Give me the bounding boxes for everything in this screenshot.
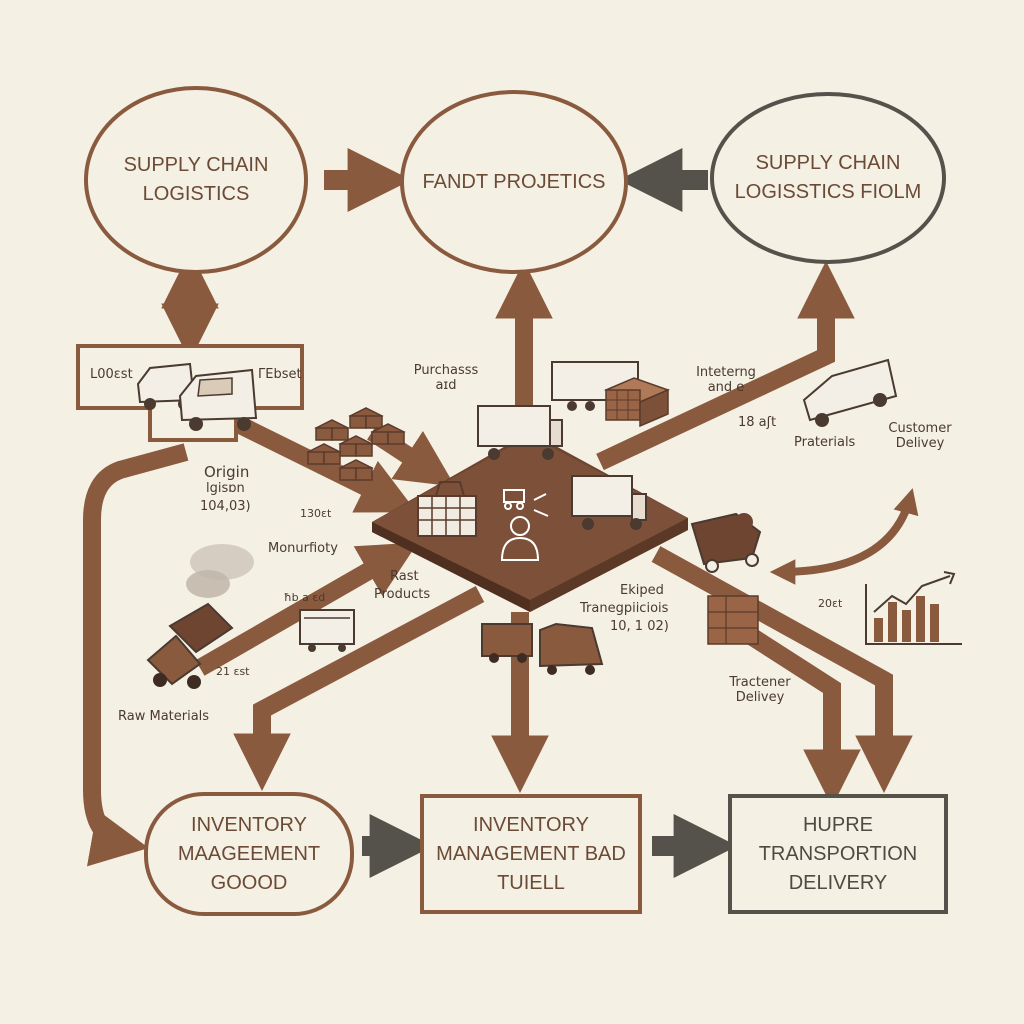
label-transactions: Tranegpiiciois: [580, 601, 669, 616]
van-icon-right: [571, 475, 647, 530]
node-top-right-label: SUPPLY CHAIN LOGISSTICS FIOLM: [734, 152, 922, 203]
arrow-loop-to-inventory: [83, 443, 189, 867]
node-bottom-right: [728, 794, 948, 914]
van-icon-depot-1: [136, 362, 196, 410]
label-products: Products: [374, 587, 431, 602]
node-bottom-center: [420, 794, 642, 914]
label-raw-materials: Raw Materials: [118, 709, 210, 724]
boxes-icon-left: [306, 407, 406, 481]
arrow-center-to-delivery: [651, 546, 913, 794]
pallet-icon: [603, 377, 671, 428]
node-top-right: [710, 92, 946, 264]
label-code-104: 104,03): [200, 499, 251, 514]
arrow-center-to-top-right: [596, 260, 855, 471]
truck-icon-center: [477, 405, 563, 460]
node-bottom-right-label: HUPRE TRANSPORTION DELIVERY: [758, 813, 918, 894]
bar-chart-icon: [865, 571, 962, 645]
box-stack-icon: [707, 595, 759, 645]
label-130: 130ɛt: [300, 507, 332, 520]
label-tebset: ΓEbset: [258, 367, 302, 382]
person-icon: [500, 516, 540, 561]
node-top-center: [400, 90, 628, 274]
label-praterials: Praterials: [794, 435, 856, 450]
van-icon-lower-1: [481, 623, 533, 663]
label-18: 18 aʃt: [738, 415, 777, 430]
label-origin: Origin: [204, 463, 250, 481]
label-intering: Inteterng and e: [696, 365, 756, 395]
bus-icon: [299, 609, 355, 652]
van-icon-lower-2: [539, 622, 604, 675]
label-customer-delivery: Customer Delivey: [888, 421, 952, 451]
label-skiped: Ekiped: [620, 583, 664, 598]
arrow-curved-return: [769, 488, 919, 585]
label-tracer-delivery: Tractener Delivey: [729, 675, 791, 705]
node-top-left: [84, 86, 308, 274]
label-rast: Rast: [390, 569, 419, 584]
label-lost: L00ɛst: [90, 367, 133, 382]
label-20: 20ɛt: [818, 597, 843, 610]
node-bottom-center-label: INVENTORY MANAGEMENT BAD TUIELL: [436, 813, 626, 894]
label-21: 21 ɛst: [216, 665, 250, 678]
label-code-10: 10, 1 02): [610, 619, 669, 634]
pickup-truck-icon: [802, 358, 898, 427]
label-manufacturing: Monurfioty: [268, 541, 338, 556]
label-igen: lgisɒn: [206, 481, 245, 496]
dump-truck-icon: [146, 544, 254, 689]
van-icon-depot-2: [178, 368, 258, 431]
node-top-center-label: FANDT PROJETICS: [422, 170, 606, 193]
arrow-delivery-up: [721, 612, 861, 808]
delivery-scooter-icon: [690, 512, 762, 573]
label-hb: ħb a ɛd: [284, 591, 326, 604]
truck-small-icon: [503, 489, 549, 517]
node-bottom-left: [144, 792, 354, 916]
basket-icon: [417, 481, 477, 537]
node-bottom-left-label: INVENTORY MAAGEEMENT GOOOD: [177, 813, 321, 894]
label-purchases: Purchasss aɪd: [413, 363, 479, 393]
arrow-center-to-inventory: [233, 586, 485, 792]
node-top-left-label: SUPPLY CHAIN LOGISTICS: [123, 154, 269, 205]
